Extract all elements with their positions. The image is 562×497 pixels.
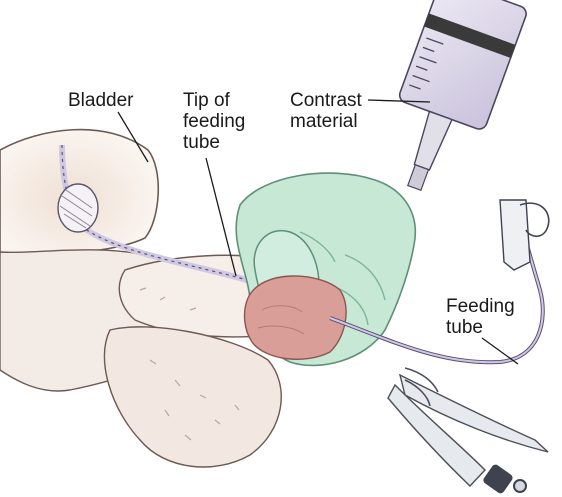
syringe-barrel bbox=[397, 0, 528, 131]
label-bladder-line: Bladder bbox=[68, 90, 134, 111]
label-feeding-tube: Feeding tube bbox=[446, 296, 515, 338]
label-tip-line-1: Tip of bbox=[183, 90, 245, 111]
catheter-port-opening bbox=[514, 480, 526, 492]
scrotum-shape bbox=[104, 327, 281, 467]
label-feeding-line-2: tube bbox=[446, 317, 515, 338]
label-bladder: Bladder bbox=[68, 90, 134, 111]
label-tip-of-feeding-tube: Tip of feeding tube bbox=[183, 90, 245, 153]
label-contrast-line-1: Contrast bbox=[290, 90, 362, 111]
syringe-luer bbox=[408, 165, 429, 190]
label-tip-line-3: tube bbox=[183, 132, 245, 153]
tube-adapter bbox=[500, 200, 530, 270]
label-feeding-line-1: Feeding bbox=[446, 296, 515, 317]
label-tip-line-2: feeding bbox=[183, 111, 245, 132]
syringe-tip bbox=[411, 111, 452, 171]
label-contrast-line-2: material bbox=[290, 111, 362, 132]
label-contrast-material: Contrast material bbox=[290, 90, 362, 132]
catheter-port-cap bbox=[482, 463, 514, 495]
syringe bbox=[371, 0, 528, 204]
